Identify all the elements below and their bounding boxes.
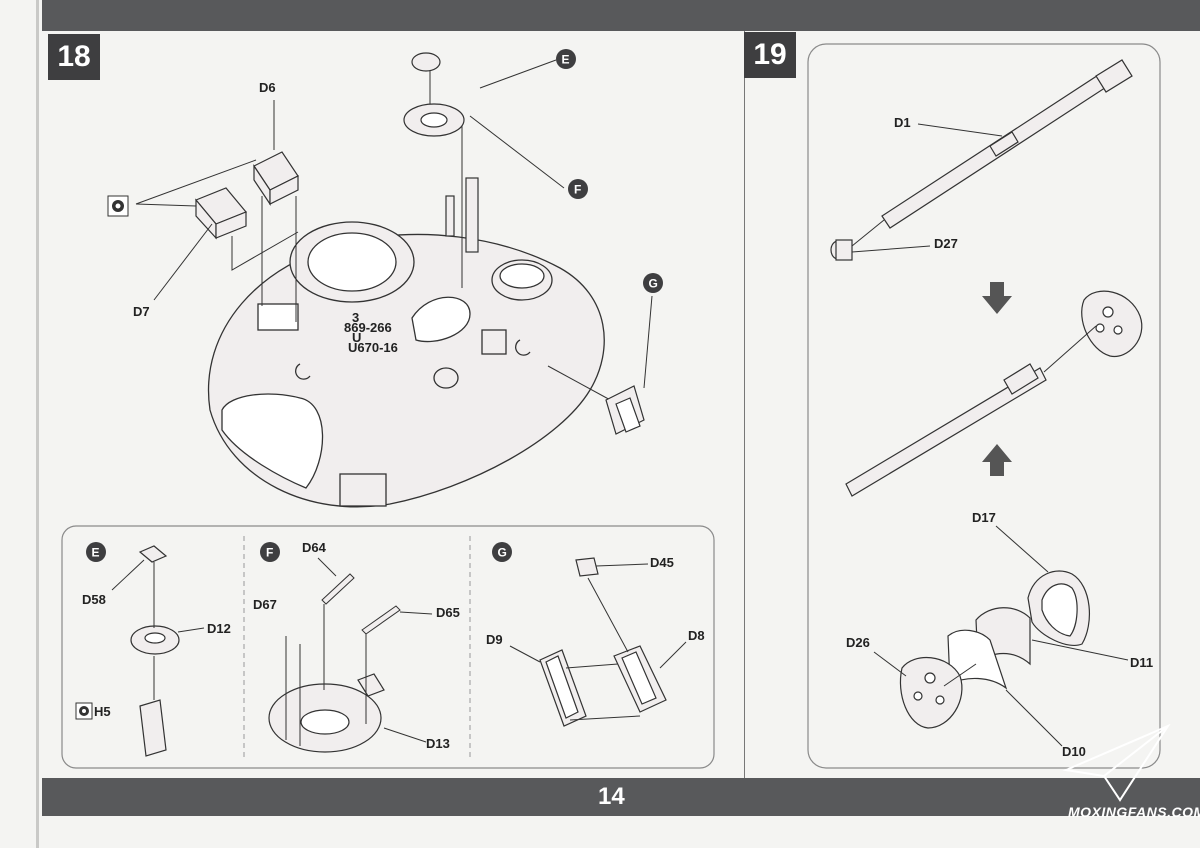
label-d58: D58 — [82, 592, 106, 607]
part-d1-barrel — [881, 59, 1133, 229]
part-e-assembly — [403, 52, 465, 137]
bottom-bar — [42, 778, 1200, 816]
label-d9: D9 — [486, 632, 503, 647]
hull-markings: 3 869-266 U U670-16 — [344, 310, 398, 355]
svg-text:E: E — [562, 53, 570, 67]
callout-g-detail: G — [492, 542, 512, 562]
step-19-badge: 19 — [744, 32, 796, 78]
callout-e-detail: E — [86, 542, 106, 562]
svg-text:G: G — [498, 546, 507, 560]
part-d26 — [899, 656, 963, 729]
label-d6: D6 — [259, 80, 276, 95]
leader-lines-g — [509, 563, 687, 721]
assembled-barrel — [845, 363, 1047, 497]
svg-text:E: E — [92, 546, 100, 560]
glue-icon — [107, 195, 129, 217]
part-d45 — [575, 557, 599, 577]
step-18-badge: 18 — [48, 34, 100, 80]
marking-1: 3 — [352, 310, 359, 325]
part-d6 — [253, 151, 299, 206]
svg-text:F: F — [266, 546, 273, 560]
part-d8 — [613, 645, 667, 713]
part-h5 — [139, 699, 167, 757]
label-d45: D45 — [650, 555, 674, 570]
watermark-text: MOXINGFANS.COM — [1068, 804, 1200, 820]
svg-text:G: G — [649, 277, 658, 291]
label-d11: D11 — [1130, 655, 1153, 670]
detail-panel — [61, 525, 715, 769]
label-d13: D13 — [426, 736, 450, 751]
label-d7: D7 — [133, 304, 150, 319]
leader-lines-19a — [851, 123, 1003, 253]
glue-icon — [75, 702, 93, 720]
marking-2: 869-266 — [344, 320, 392, 335]
label-d27: D27 — [934, 236, 958, 251]
label-d67: D67 — [253, 597, 277, 612]
page-number: 14 — [598, 783, 625, 810]
label-d10: D10 — [1062, 744, 1086, 759]
arrow-down-icon — [982, 282, 1012, 314]
top-bar — [42, 0, 1200, 31]
leader-lines-18 — [135, 59, 653, 403]
marking-3: U — [352, 330, 361, 345]
part-d17-ring — [1027, 570, 1091, 646]
column-divider — [744, 31, 745, 778]
label-d8: D8 — [688, 628, 705, 643]
turret-body — [207, 221, 605, 508]
callout-g: G — [643, 273, 663, 293]
label-d1: D1 — [894, 115, 911, 130]
label-d65: D65 — [436, 605, 460, 620]
part-d65 — [361, 605, 401, 635]
callout-e: E — [556, 49, 576, 69]
part-g-assembly — [605, 385, 645, 435]
part-d9 — [539, 649, 587, 727]
svg-text:F: F — [574, 183, 581, 197]
label-d17: D17 — [972, 510, 996, 525]
part-d58 — [138, 545, 168, 563]
leader-lines-19b — [873, 525, 1129, 747]
part-d13 — [268, 673, 385, 753]
callout-f-detail: F — [260, 542, 280, 562]
callout-f: F — [568, 179, 588, 199]
part-d27 — [830, 239, 853, 261]
leader-lines-e — [111, 559, 205, 700]
part-d64 — [321, 573, 355, 605]
part-d12 — [130, 625, 180, 655]
part-d7 — [195, 187, 247, 240]
arrow-up-icon — [982, 444, 1012, 476]
label-d64: D64 — [302, 540, 327, 555]
watermark-logo — [1062, 723, 1171, 802]
label-h5: H5 — [94, 704, 111, 719]
marking-4: U670-16 — [348, 340, 398, 355]
step-19-panel — [807, 43, 1161, 769]
page-edge — [36, 0, 39, 848]
antenna-posts — [445, 177, 479, 253]
mantlet — [1081, 290, 1143, 358]
label-d26: D26 — [846, 635, 870, 650]
label-d12: D12 — [207, 621, 231, 636]
leader-lines-f — [285, 557, 433, 746]
